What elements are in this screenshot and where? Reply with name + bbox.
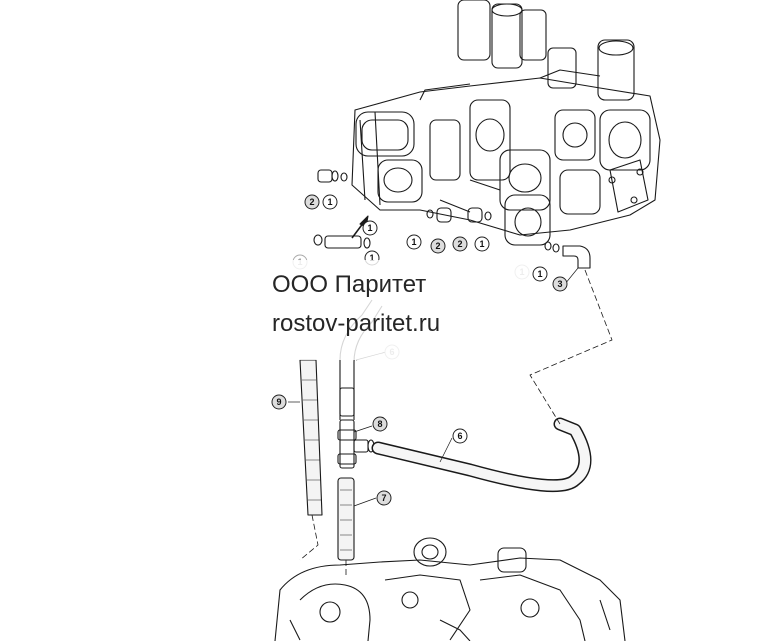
- callout-1-plug: 1: [322, 194, 338, 210]
- svg-text:1: 1: [479, 239, 484, 249]
- fitting-mid-cluster: [426, 207, 492, 223]
- callout-2-plug: 2: [304, 194, 320, 210]
- svg-text:2: 2: [309, 197, 314, 207]
- svg-text:8: 8: [377, 419, 382, 429]
- svg-text:3: 3: [557, 279, 562, 289]
- callout-1-mid-b: 1: [474, 236, 490, 252]
- connection-lines: [299, 269, 613, 578]
- svg-text:1: 1: [369, 253, 374, 263]
- callout-6-hose: 6: [452, 428, 468, 444]
- callout-9-hose: 9: [271, 394, 287, 410]
- pipe-lower-straight: [337, 477, 355, 561]
- callout-7-pipe: 7: [376, 490, 392, 506]
- watermark-backdrop: [262, 260, 532, 360]
- hose-straight-left: [299, 359, 323, 516]
- svg-text:1: 1: [537, 269, 542, 279]
- svg-text:2: 2: [457, 239, 462, 249]
- fitting-left-adapter: [313, 234, 371, 249]
- svg-text:9: 9: [276, 397, 281, 407]
- hose-long-curved: [371, 417, 592, 493]
- svg-text:7: 7: [381, 493, 386, 503]
- svg-text:1: 1: [411, 237, 416, 247]
- callout-1-right-b: 1: [532, 266, 548, 282]
- callout-1-arrow: 1: [362, 220, 378, 236]
- fitting-plug-left: [317, 169, 348, 183]
- valve-block-assembly: [351, 0, 661, 246]
- pump-assembly: [274, 537, 626, 641]
- callout-2-mid-b: 2: [452, 236, 468, 252]
- watermark-company: ООО Паритет: [272, 271, 427, 298]
- callout-1-mid-a: 1: [406, 234, 422, 250]
- svg-text:1: 1: [367, 223, 372, 233]
- svg-text:1: 1: [327, 197, 332, 207]
- tee-fitting: [337, 419, 375, 469]
- fitting-right-elbow: [544, 241, 591, 269]
- callout-2-mid-a: 2: [430, 238, 446, 254]
- callout-8-tee: 8: [372, 416, 388, 432]
- callout-3-elbow: 3: [552, 276, 568, 292]
- svg-text:6: 6: [457, 431, 462, 441]
- watermark-site: rostov-paritet.ru: [272, 310, 441, 337]
- svg-text:2: 2: [435, 241, 440, 251]
